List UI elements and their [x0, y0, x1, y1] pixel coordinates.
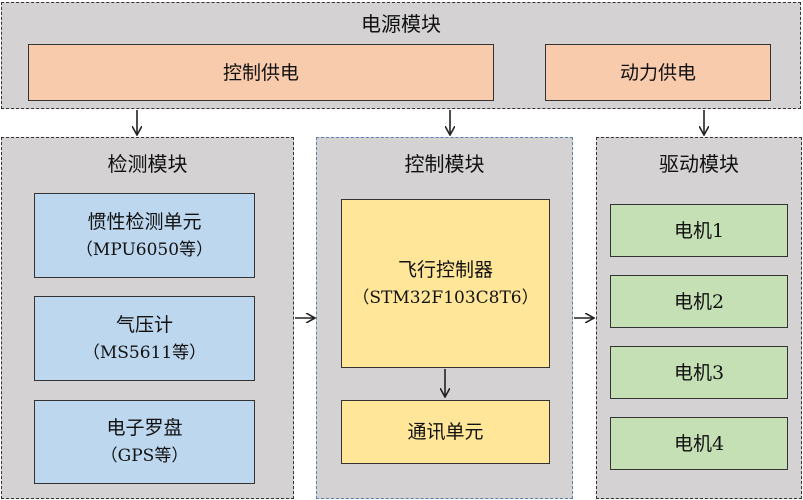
drive-module: 驱动模块 电机1 电机2 电机3 电机4: [596, 137, 802, 499]
compass-detail: （GPS等）: [100, 446, 189, 466]
compass-box: 电子罗盘 （GPS等）: [34, 400, 255, 484]
barometer-detail: （MS5611等）: [82, 342, 207, 363]
motor-3-box: 电机3: [610, 346, 788, 399]
control-module: 控制模块 飞行控制器 （STM32F103C8T6） 通讯单元: [316, 137, 573, 499]
motor-2-label: 电机2: [673, 290, 725, 313]
power-module: 电源模块 控制供电 动力供电: [1, 2, 801, 109]
motor-1-box: 电机1: [610, 204, 788, 257]
control-supply-label: 控制供电: [222, 61, 299, 84]
flight-controller-box: 飞行控制器 （STM32F103C8T6）: [341, 199, 550, 368]
detect-module: 检测模块 惯性检测单元 （MPU6050等） 气压计 （MS5611等） 电子罗…: [1, 137, 294, 499]
flight-controller-name: 飞行控制器: [397, 258, 493, 281]
motor-supply-label: 动力供电: [619, 61, 696, 84]
control-supply-box: 控制供电: [28, 44, 494, 101]
drive-module-title: 驱动模块: [659, 152, 739, 176]
power-module-title: 电源模块: [361, 12, 441, 36]
motor-4-label: 电机4: [673, 432, 725, 455]
barometer-name: 气压计: [115, 313, 173, 336]
motor-supply-box: 动力供电: [545, 44, 771, 101]
comm-unit-label: 通讯单元: [407, 421, 484, 443]
detect-module-title: 检测模块: [107, 152, 188, 176]
comm-unit-box: 通讯单元: [341, 400, 550, 464]
flight-controller-detail: （STM32F103C8T6）: [352, 287, 539, 308]
compass-name: 电子罗盘: [106, 417, 183, 439]
barometer-box: 气压计 （MS5611等）: [34, 296, 255, 381]
motor-4-box: 电机4: [610, 417, 788, 470]
control-module-title: 控制模块: [404, 152, 485, 176]
motor-1-label: 电机1: [673, 219, 725, 242]
motor-3-label: 电机3: [673, 361, 725, 384]
motor-2-box: 电机2: [610, 275, 788, 328]
imu-box: 惯性检测单元 （MPU6050等）: [34, 193, 255, 278]
imu-detail: （MPU6050等）: [75, 239, 214, 260]
imu-name: 惯性检测单元: [87, 210, 202, 233]
